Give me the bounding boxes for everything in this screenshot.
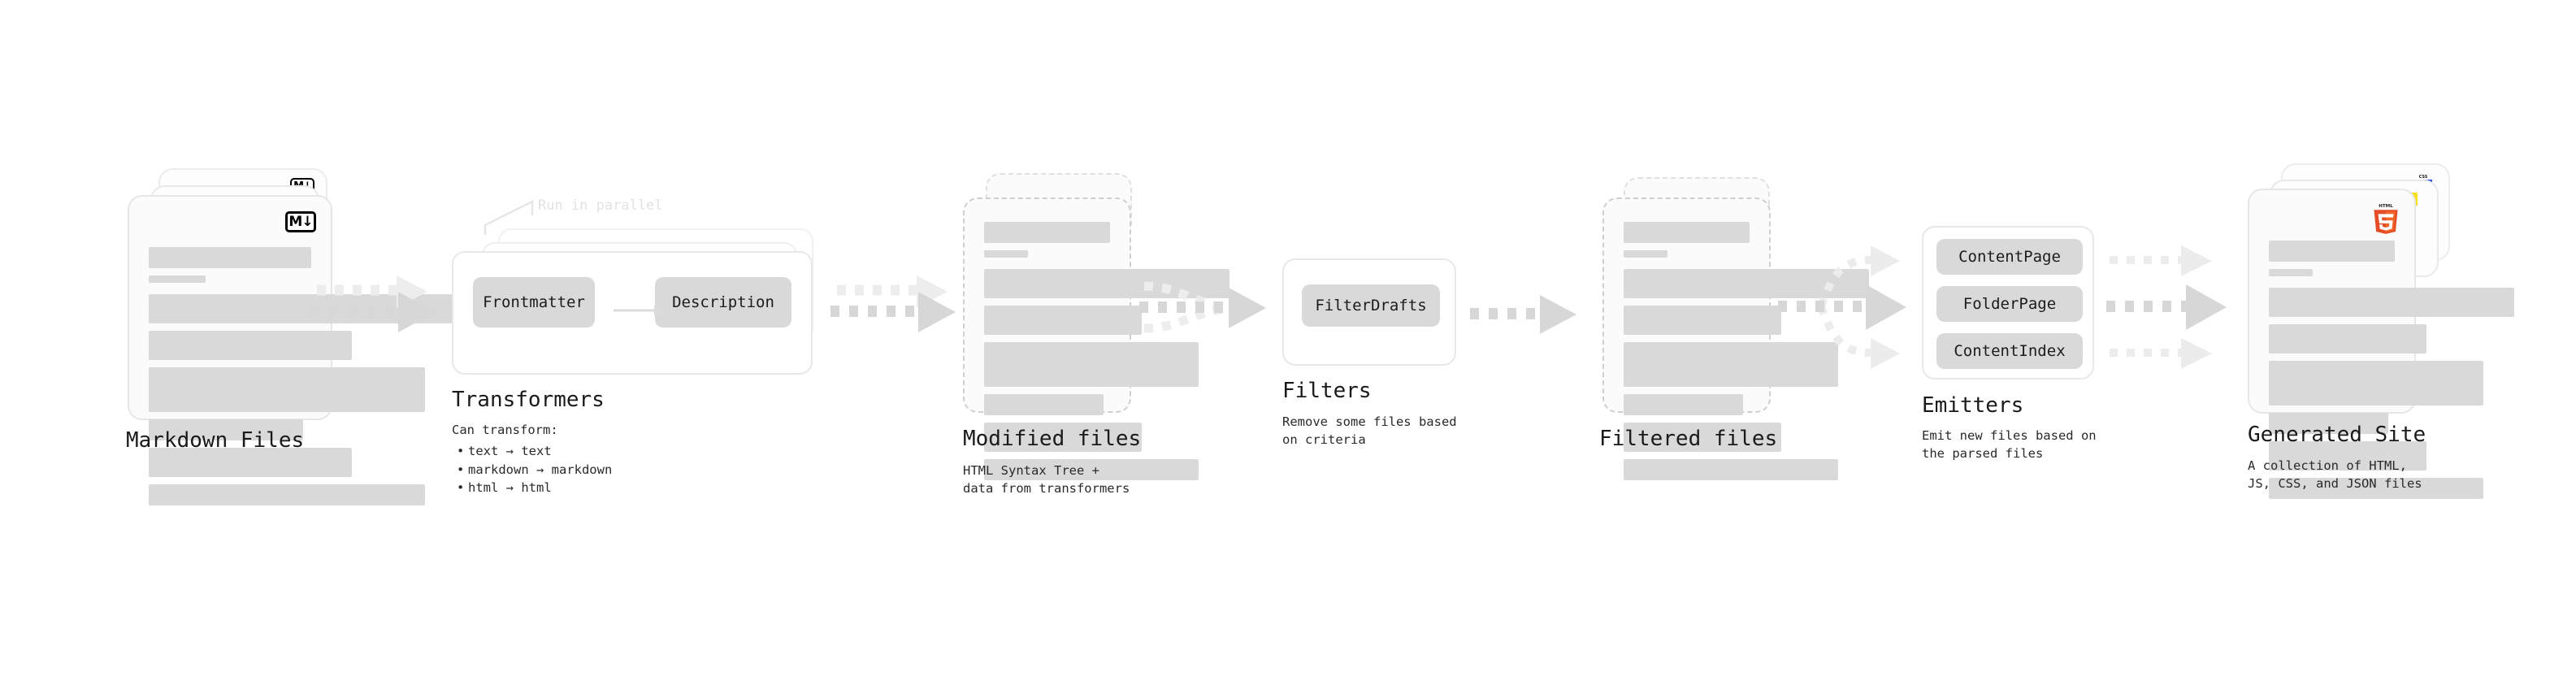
doc-text-bar xyxy=(2269,361,2483,406)
doc-text-bar xyxy=(2269,269,2314,276)
doc-text-bar xyxy=(984,394,1104,415)
css-icon-label: CSS xyxy=(2418,175,2428,180)
site-file-card-html: HTML xyxy=(2248,189,2515,499)
doc-text-bar xyxy=(149,247,311,268)
chip-frontmatter[interactable]: Frontmatter xyxy=(473,277,595,327)
doc-text-bar xyxy=(1624,222,1750,243)
arrow-filters-to-filtered xyxy=(1467,293,1597,341)
modified-files-subtitle: HTML Syntax Tree + data from transformer… xyxy=(963,463,1130,497)
doc-text-bar xyxy=(1624,459,1838,480)
emitters-title: Emitters xyxy=(1922,393,2024,418)
transformers-bullet-2: html → html xyxy=(457,479,720,497)
doc-text-bar xyxy=(149,367,425,412)
run-in-parallel-label: Run in parallel xyxy=(538,197,663,214)
doc-text-bar xyxy=(1624,394,1744,415)
doc-text-bar xyxy=(2269,413,2389,434)
emitters-box: ContentPage FolderPage ContentIndex xyxy=(1922,226,2094,380)
generated-site-subtitle: A collection of HTML, JS, CSS, and JSON … xyxy=(2248,458,2422,492)
arrow-filtered-to-emitters xyxy=(1776,229,1939,375)
transformers-bullet-1: markdown → markdown xyxy=(457,461,720,479)
markdown-icon: M↓ xyxy=(285,211,316,232)
doc-text-bar xyxy=(1624,342,1838,387)
transformers-bullet-list: text → text markdown → markdown html → h… xyxy=(452,442,720,497)
chip-description[interactable]: Description xyxy=(655,277,791,327)
filters-title: Filters xyxy=(1282,379,1372,403)
chip-contentpage[interactable]: ContentPage xyxy=(1936,239,2083,275)
doc-text-bar xyxy=(2269,288,2515,317)
doc-text-bar xyxy=(984,222,1110,243)
doc-text-bar xyxy=(2269,478,2483,499)
arrow-markdown-to-transformers xyxy=(307,272,462,354)
emitters-subtitle: Emit new files based on the parsed files xyxy=(1922,428,2097,462)
doc-text-bar xyxy=(149,331,352,360)
filtered-doc-bars xyxy=(1624,222,1870,488)
doc-text-bar xyxy=(984,423,1142,452)
doc-text-bar xyxy=(2269,441,2426,471)
doc-text-bar xyxy=(984,250,1029,258)
arrow-emitters-to-site xyxy=(2105,229,2259,375)
markdown-files-title: Markdown Files xyxy=(126,428,305,453)
markdown-file-card-front: M↓ xyxy=(128,195,466,505)
doc-text-bar xyxy=(984,342,1199,387)
transformers-subtitle: Can transform: text → text markdown → ma… xyxy=(452,421,720,497)
transformers-subtitle-lead: Can transform: xyxy=(452,423,558,437)
filtered-file-card-front xyxy=(1602,197,1870,480)
run-in-parallel-bracket xyxy=(484,197,549,238)
doc-text-bar xyxy=(1624,306,1781,335)
doc-text-bar xyxy=(149,275,206,283)
transformer-inner-arrow xyxy=(614,302,670,319)
filtered-files-title: Filtered files xyxy=(1599,427,1778,451)
doc-text-bar xyxy=(2269,324,2426,354)
transformer-box-front: Frontmatter Description xyxy=(452,251,813,375)
doc-text-bar xyxy=(984,306,1142,335)
doc-text-bar xyxy=(984,459,1199,480)
doc-text-bar xyxy=(1624,250,1668,258)
chip-filterdrafts[interactable]: FilterDrafts xyxy=(1302,284,1440,327)
doc-text-bar xyxy=(1624,423,1781,452)
site-doc-bars xyxy=(2269,241,2515,506)
modified-file-card-front xyxy=(963,197,1230,480)
doc-text-bar xyxy=(2269,241,2395,262)
arrow-transformers-to-modified xyxy=(827,272,982,354)
doc-text-bar xyxy=(149,448,352,477)
transformers-title: Transformers xyxy=(452,388,605,412)
modified-doc-bars xyxy=(984,222,1230,488)
arrow-modified-to-filters xyxy=(1138,268,1292,358)
filters-subtitle: Remove some files based on criteria xyxy=(1282,414,1457,448)
doc-text-bar xyxy=(149,419,303,440)
modified-files-title: Modified files xyxy=(963,427,1142,451)
generated-site-title: Generated Site xyxy=(2248,423,2426,447)
doc-text-bar xyxy=(149,484,425,505)
markdown-doc-bars xyxy=(149,247,466,513)
doc-text-bar xyxy=(984,269,1230,298)
transformers-bullet-0: text → text xyxy=(457,442,720,461)
chip-contentindex[interactable]: ContentIndex xyxy=(1936,333,2083,369)
html5-icon: HTML xyxy=(2372,202,2400,234)
filters-box: FilterDrafts xyxy=(1282,258,1456,366)
svg-text:HTML: HTML xyxy=(2379,204,2393,209)
chip-folderpage[interactable]: FolderPage xyxy=(1936,286,2083,322)
